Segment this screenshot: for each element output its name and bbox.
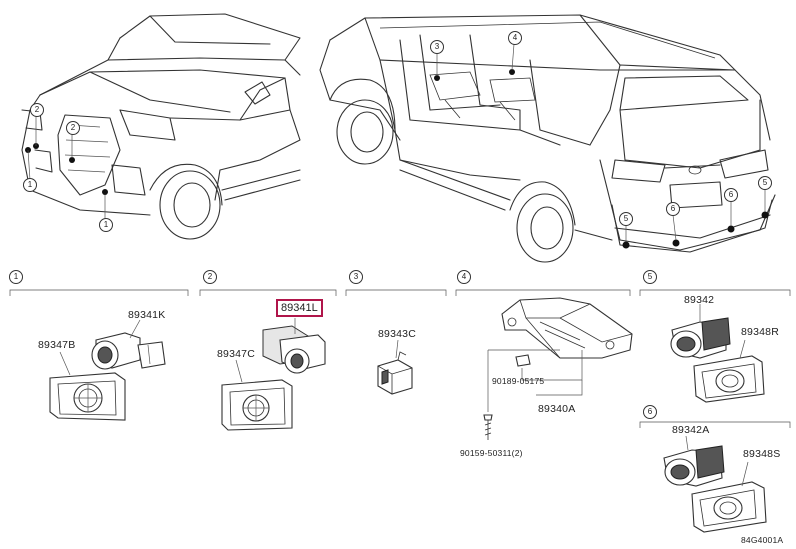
front-vehicle-illustration xyxy=(21,13,301,240)
part-label-89341k[interactable]: 89341K xyxy=(128,309,166,321)
callout-1-front-bottom: 1 xyxy=(99,218,113,232)
callout-1-front-left: 1 xyxy=(23,178,37,192)
group-brackets xyxy=(9,289,791,428)
part-label-89340a[interactable]: 89340A xyxy=(538,403,576,415)
part-label-89348r[interactable]: 89348R xyxy=(741,326,779,338)
part-label-89342a[interactable]: 89342A xyxy=(672,424,710,436)
callout-6-rear-left: 6 xyxy=(666,202,680,216)
part-group-1 xyxy=(49,319,166,421)
group-1-number: 1 xyxy=(9,270,23,284)
part-label-90189-05175[interactable]: 90189-05175 xyxy=(492,376,545,386)
part-group-5 xyxy=(670,304,765,403)
part-label-90159-50311[interactable]: 90159-50311(2) xyxy=(460,448,523,458)
part-group-4 xyxy=(483,297,633,440)
part-label-89342[interactable]: 89342 xyxy=(684,294,715,306)
part-label-89348s[interactable]: 89348S xyxy=(743,448,781,460)
callout-2-front-left: 2 xyxy=(30,103,44,117)
part-group-2 xyxy=(221,318,326,431)
callout-6-rear-right: 6 xyxy=(724,188,738,202)
part-group-3 xyxy=(377,339,413,395)
group-3-number: 3 xyxy=(349,270,363,284)
callout-3-interior: 3 xyxy=(430,40,444,54)
figure-id: 84G4001A xyxy=(741,535,784,545)
rear-vehicle-illustration xyxy=(319,14,776,263)
callout-4-interior: 4 xyxy=(508,31,522,45)
part-label-89347b[interactable]: 89347B xyxy=(38,339,76,351)
part-label-89343c[interactable]: 89343C xyxy=(378,328,416,340)
part-group-6 xyxy=(663,435,767,533)
group-2-number: 2 xyxy=(203,270,217,284)
callout-2-front-center: 2 xyxy=(66,121,80,135)
group-6-number: 6 xyxy=(643,405,657,419)
callout-5-rear-left: 5 xyxy=(619,212,633,226)
part-label-89347c[interactable]: 89347C xyxy=(217,348,255,360)
part-label-89341l-highlighted[interactable]: 89341L xyxy=(276,299,323,317)
group-5-number: 5 xyxy=(643,270,657,284)
group-4-number: 4 xyxy=(457,270,471,284)
callout-5-rear-right: 5 xyxy=(758,176,772,190)
